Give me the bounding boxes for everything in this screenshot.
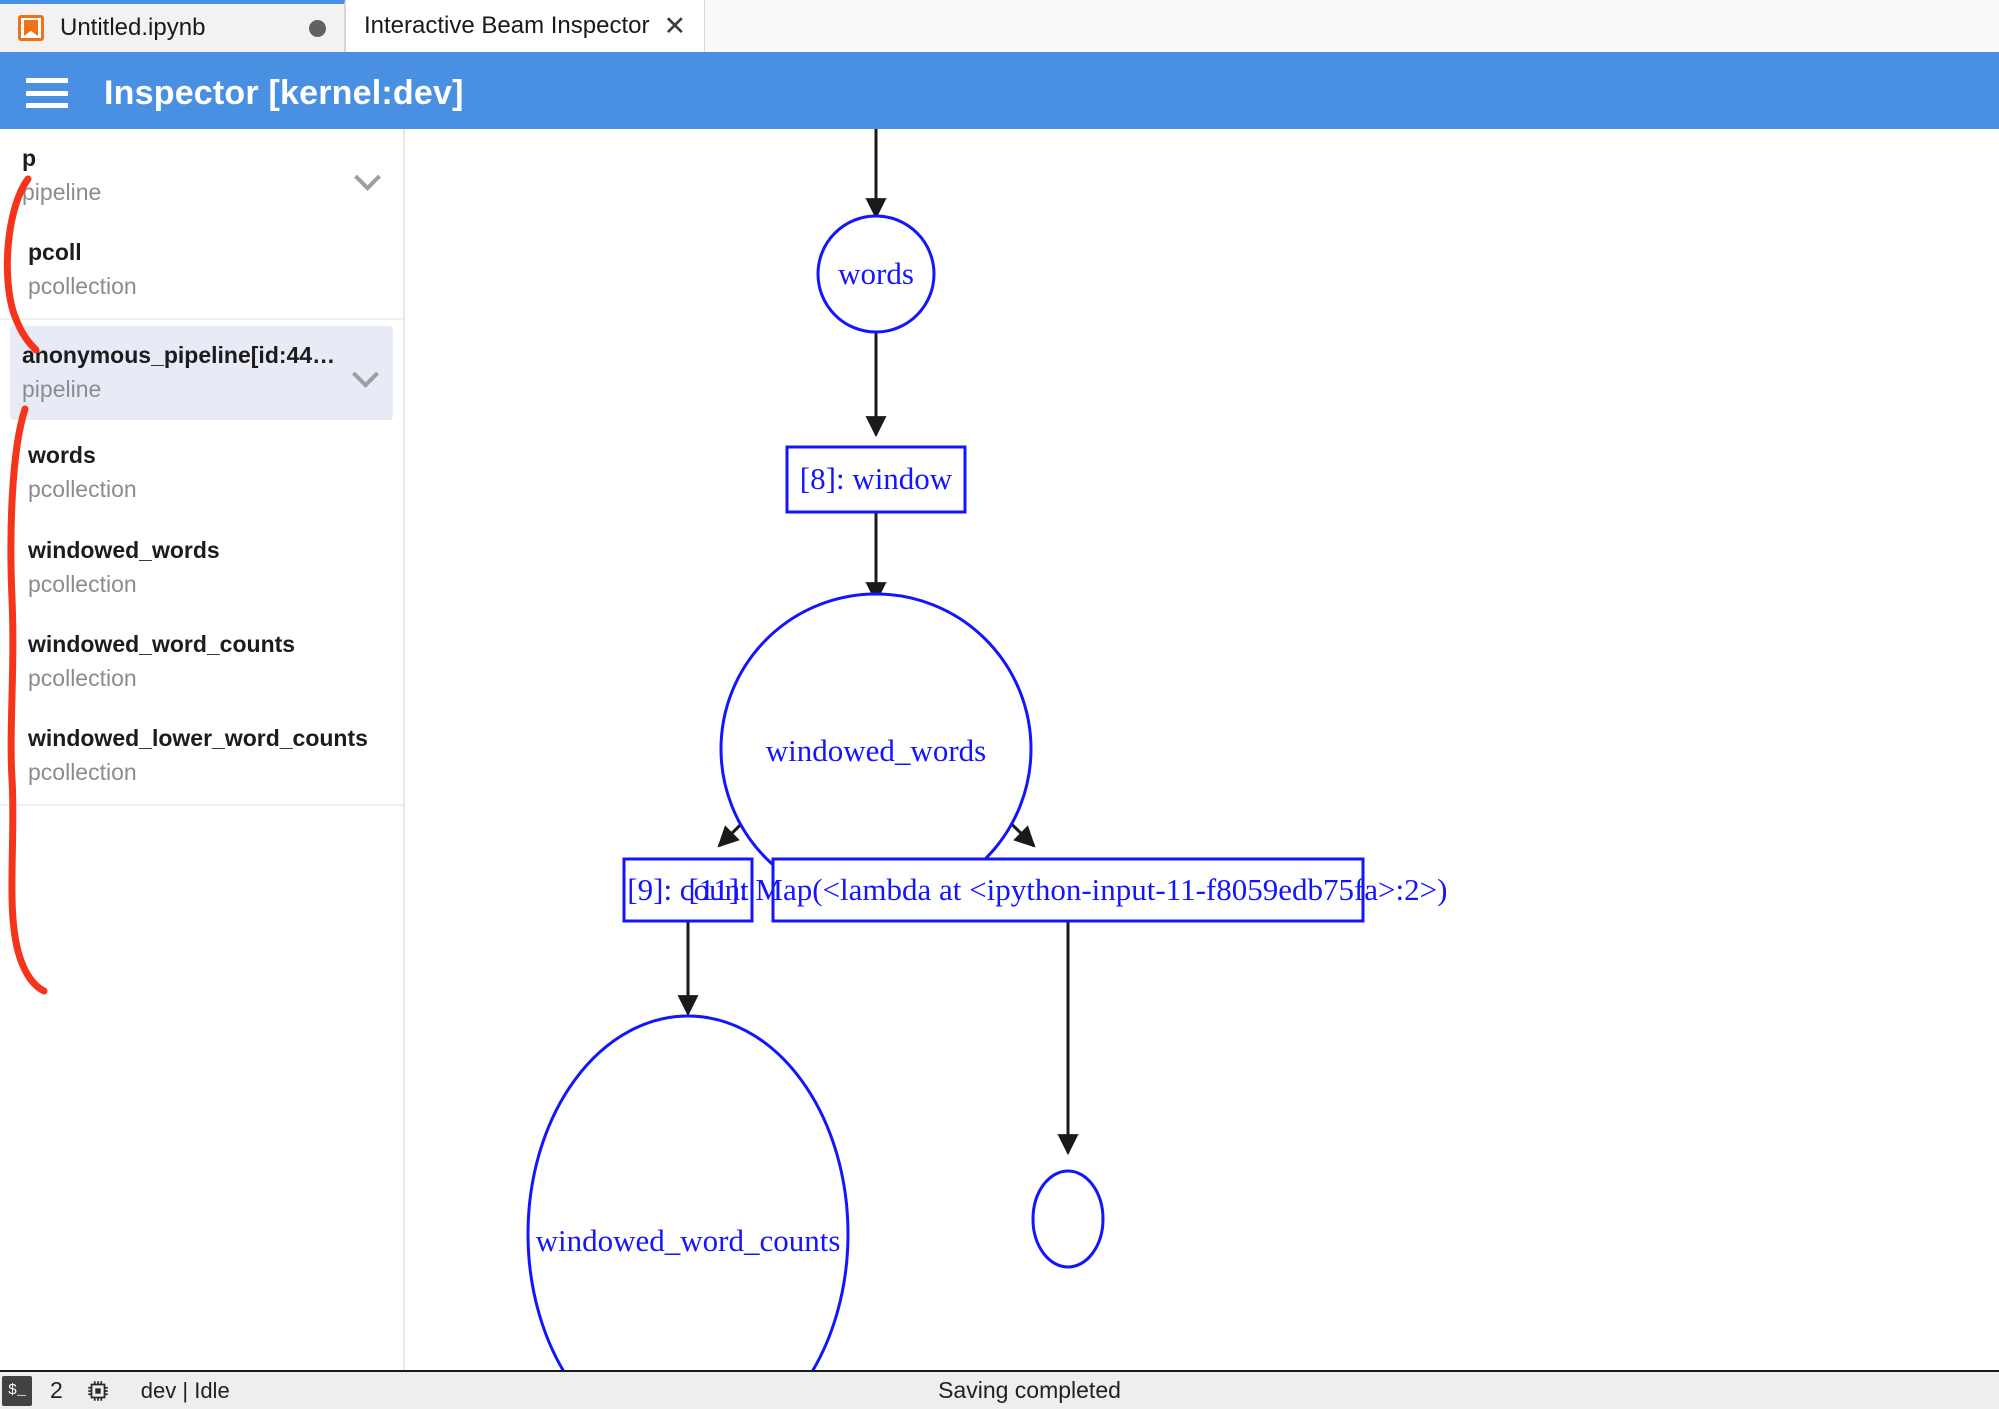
chevron-down-icon[interactable] [355,163,381,189]
sidebar-item-windowed-words[interactable]: windowed_words pcollection [0,521,403,615]
graph-node-words[interactable]: words [816,214,936,334]
sidebar-item-windowed-lower-word-counts[interactable]: windowed_lower_word_counts pcollection [0,709,403,803]
graph-node-windowed-word-counts[interactable]: windowed_word_counts [526,1014,850,1370]
tab-untitled-ipynb[interactable]: Untitled.ipynb [0,0,345,52]
sidebar-item-kind: pcollection [28,476,137,503]
sidebar-item-anonymous-pipeline[interactable]: anonymous_pipeline[id:44516… pipeline [10,325,393,421]
chevron-down-icon[interactable] [353,360,379,386]
sidebar-item-p[interactable]: p pipeline [0,129,403,223]
sidebar-item-label: words [28,442,96,469]
body-area: p pipeline pcoll pcollection anonymous_p… [0,129,1999,1370]
tab-label: Untitled.ipynb [60,14,206,41]
sidebar-item-kind: pcollection [28,759,137,786]
sidebar-item-windowed-word-counts[interactable]: windowed_word_counts pcollection [0,615,403,709]
graph-node-label: [9]: count [627,872,749,907]
graph-node-windowed-words[interactable]: windowed_words [719,592,1033,906]
close-icon[interactable]: ✕ [663,10,687,41]
sidebar-item-label: p [22,145,37,171]
sidebar-item-pcoll[interactable]: pcoll pcollection [0,223,403,317]
terminal-count: 2 [50,1377,63,1403]
pipeline-graph-canvas[interactable]: words [8]: window windowed_words [9]: co… [407,129,1999,1370]
graph-node-map-lambda[interactable]: [11]: Map(<lambda at <ipython-input-11-f… [689,857,1448,923]
sidebar-item-kind: pipeline [22,179,102,206]
sidebar-item-label: anonymous_pipeline[id:44516… [22,341,341,368]
graph-node-label: [11]: Map(<lambda at <ipython-input-11-f… [689,872,1448,907]
sidebar-item-label: windowed_words [28,536,220,563]
graph-node-label: windowed_words [766,733,986,768]
unsaved-dot-icon[interactable] [309,19,326,37]
notebook-icon [18,15,44,41]
graph-node-label: windowed_word_counts [536,1223,841,1258]
graph-node-count[interactable]: [9]: count [622,857,754,923]
graph-node-window[interactable]: [8]: window [785,445,967,514]
status-message: Saving completed [938,1377,1121,1403]
app-header: Inspector [kernel:dev] [0,57,1999,129]
sidebar-group-anonymous-pipeline: anonymous_pipeline[id:44516… pipeline wo… [0,325,403,806]
sidebar-group-p: p pipeline pcoll pcollection [0,129,403,320]
pipeline-graph-svg: words [8]: window windowed_words [9]: co… [526,129,1448,1370]
sidebar-item-label: windowed_word_counts [28,630,296,657]
status-bar: $_ 2 dev | Idle Saving completed [0,1370,1999,1409]
kernel-status[interactable]: dev | Idle [140,1377,230,1403]
graph-node-lower-counts-partial[interactable] [1031,1169,1105,1269]
sidebar-item-words[interactable]: words pcollection [0,426,403,520]
cpu-chip-icon[interactable] [85,1378,111,1404]
sidebar-item-kind: pipeline [22,375,102,402]
sidebar-item-label: pcoll [28,239,82,266]
terminal-icon[interactable]: $_ [2,1375,32,1406]
tab-label: Interactive Beam Inspector [364,12,650,39]
sidebar: p pipeline pcoll pcollection anonymous_p… [0,129,405,1370]
sidebar-item-label: windowed_lower_word_counts [28,725,368,752]
tab-interactive-beam-inspector[interactable]: Interactive Beam Inspector ✕ [345,0,706,52]
page-title: Inspector [kernel:dev] [104,73,464,112]
hamburger-icon[interactable] [26,78,68,108]
tab-bar: Untitled.ipynb Interactive Beam Inspecto… [0,0,1999,57]
sidebar-item-kind: pcollection [28,665,137,691]
graph-node-label: words [838,256,914,291]
graph-node-label: [8]: window [800,461,953,496]
sidebar-item-kind: pcollection [28,273,137,300]
sidebar-item-kind: pcollection [28,570,137,597]
